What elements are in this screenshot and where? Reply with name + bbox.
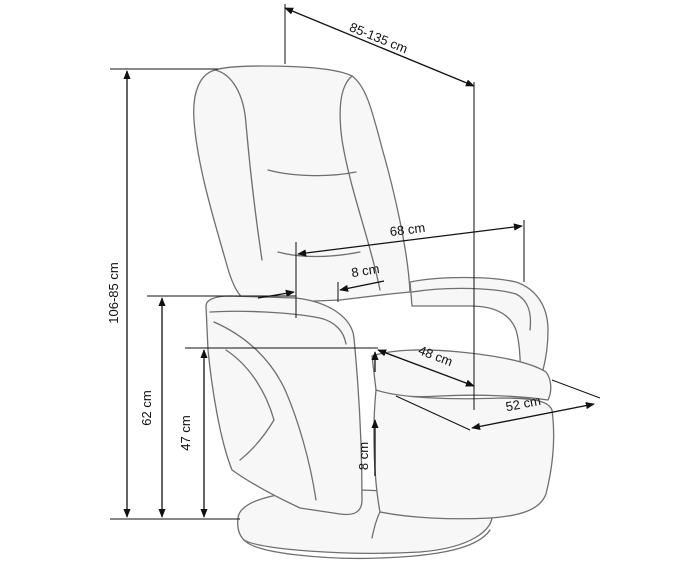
- chair-backrest-wing-left: [214, 69, 263, 261]
- dim-line-total-width: [284, 7, 475, 87]
- label-seat-width: 52 cm: [504, 393, 542, 414]
- label-seat-height: 47 cm: [178, 415, 193, 450]
- dim-line-seat-width: [471, 402, 595, 430]
- chair-armrest-left: [205, 295, 363, 516]
- label-height: 106-85 cm: [106, 262, 121, 323]
- label-armrest-height: 62 cm: [139, 390, 154, 425]
- chair-headrest-line: [267, 169, 357, 177]
- label-armrest-thickness: 8 cm: [350, 261, 380, 280]
- label-armrest-width: 68 cm: [389, 220, 426, 239]
- dimension-lines: [110, 4, 601, 520]
- dim-line-seat-depth: [377, 349, 475, 387]
- label-seat-thickness: 8 cm: [356, 442, 371, 470]
- recliner-chair-outline: [193, 65, 555, 559]
- chair-armrest-left-panel: [213, 321, 317, 501]
- chair-base-rim: [243, 529, 491, 559]
- ext-seat-width-left: [395, 395, 471, 431]
- dim-line-armrest-width: [297, 223, 523, 257]
- chair-footrest-seam: [371, 511, 381, 539]
- chair-armrest-left-top: [209, 310, 347, 345]
- chair-armrest-left-inner: [225, 349, 275, 461]
- dim-line-armrest-thickness-left: [257, 289, 295, 299]
- dim-line-armrest-thickness-right: [339, 280, 385, 292]
- ext-seat-width-right: [551, 379, 601, 399]
- chair-armrest-right-top: [411, 287, 532, 331]
